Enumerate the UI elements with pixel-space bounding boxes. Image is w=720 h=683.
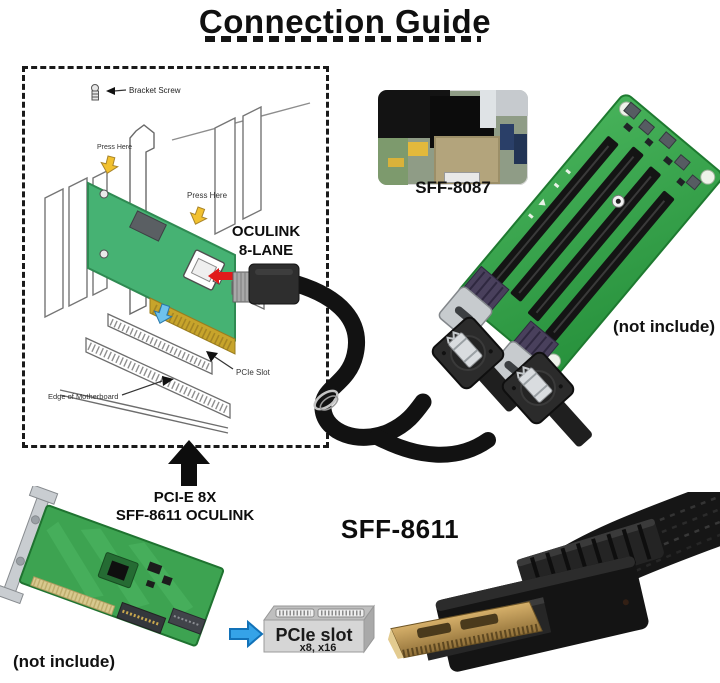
card-small-ics [145,561,173,589]
card-screw-1 [99,189,109,199]
riser-pcb [457,94,720,376]
bracket-screw-label: Bracket Screw [129,86,181,95]
minisas-connector-2 [498,348,608,461]
card-edge-connector-2-pins [173,615,201,627]
title-dashed-underline [205,36,481,42]
photo-white-part [480,90,496,128]
instruction-dashed-box [22,66,329,448]
sff8087-caption: SFF-8087 [415,178,491,197]
case-bracket-slots-right [214,105,262,236]
slot-box-front-face [263,619,365,653]
card-gold-finger-teeth [32,577,113,614]
adapter-name-label: PCI-E 8X SFF-8611 OCULINK [90,489,280,525]
riser-mount-hole-center [615,198,621,204]
riser-chips [623,122,686,187]
slot-openings [275,608,365,618]
card-edge-connector-1 [116,601,167,634]
oculink-plug-drawing [232,263,300,305]
pcie-slot-label: PCIe Slot [236,368,271,377]
cable-name-label: SFF-8611 [340,514,460,544]
photo-yellow-part-1 [408,142,428,156]
press-here-side-label: Press Here [187,191,228,200]
press-here-top-label: Press Here [97,144,132,151]
sff8611-cable [232,263,608,463]
riser-board-photo [438,94,720,395]
press-here-top-arrow-icon [100,155,119,175]
oculink-label-line1: OCULINK [232,223,300,240]
riser-slot-keys [494,145,666,334]
sff8087-photo [378,90,528,185]
up-arrow-icon [168,440,210,486]
riser-silkscreen-marks [527,168,572,219]
card-screw-2 [99,249,109,259]
photo-gold-contact-blade [388,601,543,659]
photo-gold-pins [402,623,540,658]
pcie-slot-arrowhead [206,351,218,362]
slot-box-label: PCIe slot [275,625,352,645]
press-here-side-arrow-icon [189,206,208,225]
motherboard-edge-label: Edge of Motherboard [48,392,118,401]
adapter-name-line1: PCI-E 8X [153,489,217,506]
adapter-card-photo [0,486,225,647]
riser-power-components [623,101,702,191]
page-title: Connection Guide [198,3,492,40]
bracket-screw-arrowhead [106,87,115,95]
installation-diagram: Bracket Screw Press Here Press Here OCUL… [44,84,311,434]
red-pointer-arrow-icon [208,268,234,284]
photo-blue-connector-2 [514,134,527,164]
adapter-card-drawing [87,181,236,355]
photo-yellow-part-2 [388,158,404,167]
oculink-connector-photo [388,492,720,672]
adapter-name-line2: SFF-8611 OCULINK [115,507,255,524]
motherboard-edge-leader [121,380,163,396]
cable-twist-tie [313,389,339,411]
bracket-screw-icon [91,84,99,101]
card-bracket [0,486,59,605]
case-rail-line [171,102,311,141]
bracket-screw-leader [113,89,127,92]
cable-branch-2 [369,429,496,463]
photo-gray-part [496,90,528,116]
motherboard-edge-arrowhead [162,376,174,386]
blue-right-arrow-icon [229,619,264,649]
photo-blue-connector-1 [500,124,514,150]
cable-branch-1 [288,275,432,446]
pcie-slot-leader [214,356,234,370]
pcie-slot-graphic: PCIe slot x8, x16 [229,604,375,654]
slot-box-sublabel: x8, x16 [300,642,337,654]
card-chip [129,210,167,242]
blue-insert-arrow-icon [153,303,173,325]
photo-white-connector [444,172,480,183]
oculink-label-line2: 8-LANE [239,242,293,259]
adapter-not-include-label: (not include) [13,652,115,671]
riser-not-include-label: (not include) [613,317,715,336]
card-chip-die [107,560,130,581]
motherboard-edge-line [59,389,229,434]
